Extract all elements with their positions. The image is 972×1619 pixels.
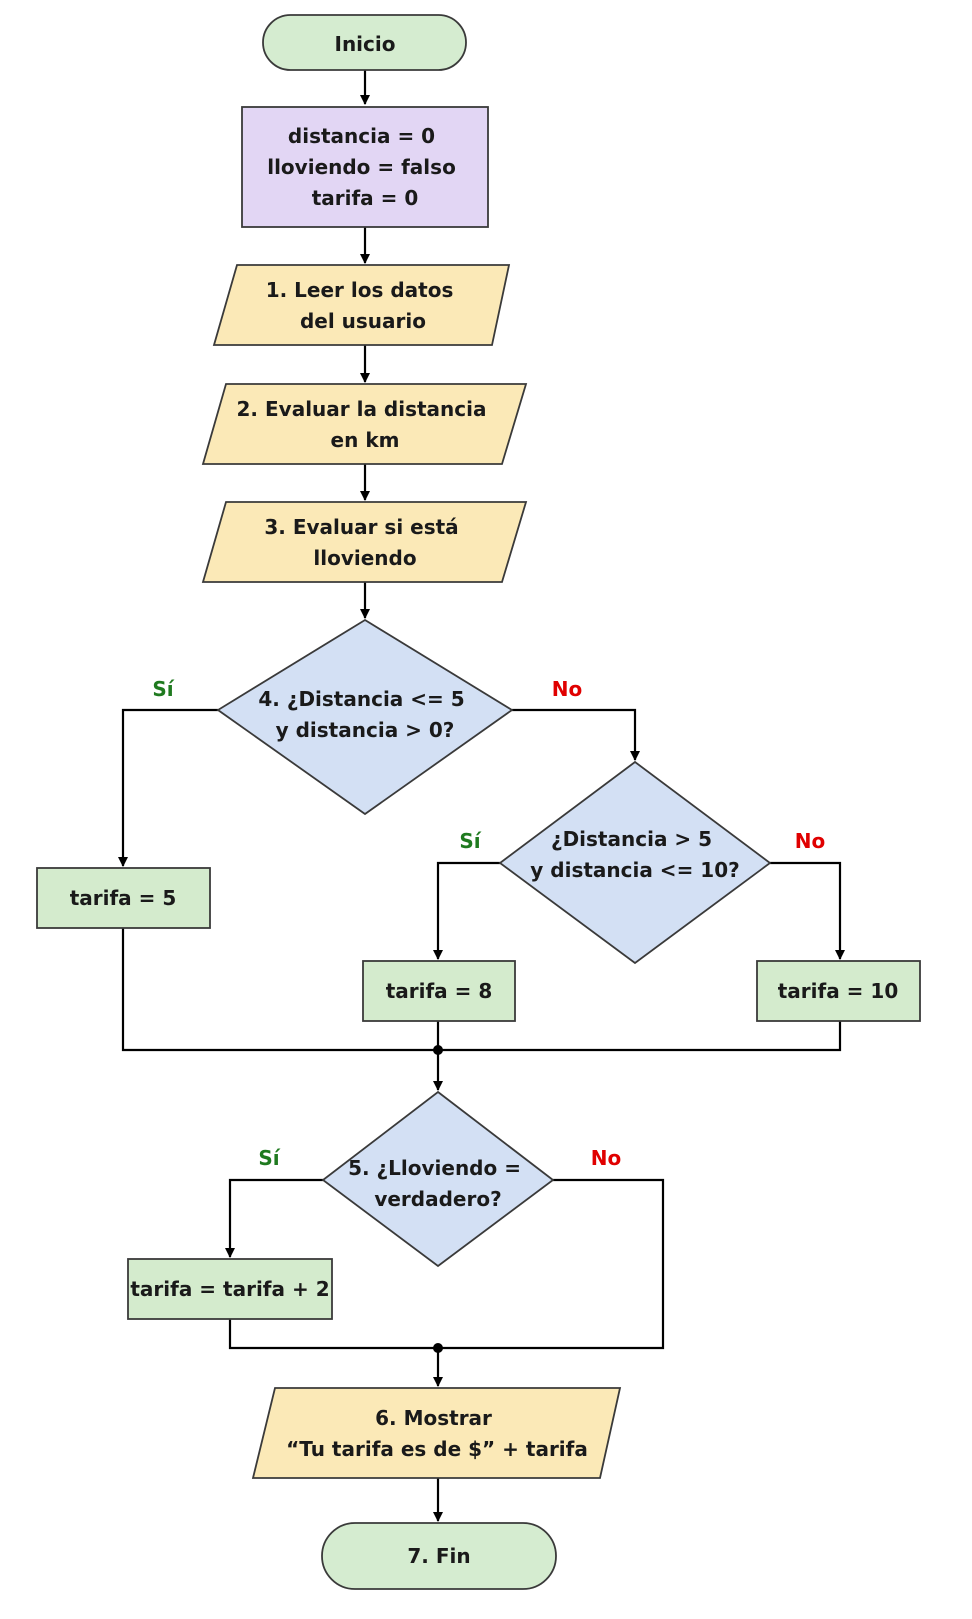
evalrain-label: 3. Evaluar si está lloviendo <box>264 515 465 570</box>
tarifa5-line-1: tarifa = 5 <box>70 886 177 910</box>
dec2-line-2: y distancia <= 10? <box>530 858 739 882</box>
evalrain-line-2: lloviendo <box>313 546 416 570</box>
dec2-no-label: No <box>795 829 825 853</box>
tarifa10-process <box>756 960 921 1022</box>
dec1-label: 4. ¿Distancia <= 5 y distancia > 0? <box>258 687 471 742</box>
start-label: Inicio <box>335 32 396 56</box>
init-line-1: distancia = 0 <box>288 124 435 148</box>
read-line-2: del usuario <box>300 309 426 333</box>
merge-dot-1 <box>433 1045 443 1055</box>
dec1-line-1: 4. ¿Distancia <= 5 <box>258 687 464 711</box>
add2-label: tarifa = tarifa + 2 <box>130 1277 329 1301</box>
edge-dec3-yes <box>225 1178 323 1258</box>
connectors <box>118 70 845 1522</box>
dec1-no-label: No <box>552 677 582 701</box>
init-line-2: lloviendo = falso <box>267 155 456 179</box>
dec3-label: 5. ¿Lloviendo = verdadero? <box>348 1156 528 1211</box>
add2-line-1: tarifa = tarifa + 2 <box>130 1277 329 1301</box>
branch-labels: Sí No Sí No Sí No <box>152 677 825 1170</box>
tarifa5-process <box>36 867 211 929</box>
tarifa5-label: tarifa = 5 <box>70 886 177 910</box>
dec3-line-1: 5. ¿Lloviendo = <box>348 1156 521 1180</box>
end-terminal <box>321 1522 557 1590</box>
tarifa8-line-1: tarifa = 8 <box>386 979 493 1003</box>
evaldist-line-1: 2. Evaluar la distancia <box>237 397 487 421</box>
read-label: 1. Leer los datos del usuario <box>266 278 461 333</box>
dec3-yes-label: Sí <box>258 1146 280 1170</box>
evaldist-input <box>201 383 528 465</box>
tarifa10-line-1: tarifa = 10 <box>778 979 899 1003</box>
dec1-yes-label: Sí <box>152 677 174 701</box>
edge-dec1-yes <box>118 708 218 867</box>
dec2-line-1: ¿Distancia > 5 <box>551 827 712 851</box>
end-line-1: 7. Fin <box>407 1544 470 1568</box>
nodes <box>36 14 921 1590</box>
tarifa8-process <box>362 960 516 1022</box>
start-line-1: Inicio <box>335 32 396 56</box>
node-labels: Inicio distancia = 0 lloviendo = falso t… <box>70 32 899 1568</box>
add2-process <box>127 1258 333 1320</box>
edge-merge-1 <box>121 928 842 1052</box>
init-label: distancia = 0 lloviendo = falso tarifa =… <box>267 124 463 210</box>
dec3-line-2: verdadero? <box>374 1187 501 1211</box>
decision-rain <box>321 1090 555 1268</box>
tarifa8-label: tarifa = 8 <box>386 979 493 1003</box>
init-process <box>241 106 489 228</box>
dec3-no-label: No <box>591 1146 621 1170</box>
decision-distance-10 <box>498 760 772 965</box>
dec1-line-2: y distancia > 0? <box>276 718 455 742</box>
show-line-2: “Tu tarifa es de $” + tarifa <box>286 1437 588 1461</box>
edge-dec2-yes <box>433 861 500 960</box>
edge-add2-merge <box>228 1319 438 1350</box>
tarifa10-label: tarifa = 10 <box>778 979 899 1003</box>
read-input <box>212 264 511 346</box>
dec2-yes-label: Sí <box>459 829 481 853</box>
show-output <box>251 1387 622 1479</box>
edge-dec1-no <box>512 708 640 761</box>
init-line-3: tarifa = 0 <box>312 186 419 210</box>
evalrain-input <box>201 501 528 583</box>
end-label: 7. Fin <box>407 1544 470 1568</box>
decision-distance-5 <box>216 618 514 816</box>
show-label: 6. Mostrar “Tu tarifa es de $” + tarifa <box>286 1406 588 1461</box>
edge-dec2-no <box>770 861 845 960</box>
show-line-1: 6. Mostrar <box>375 1406 492 1430</box>
edge-dec3-no <box>438 1178 665 1350</box>
evaldist-label: 2. Evaluar la distancia en km <box>237 397 494 452</box>
evalrain-line-1: 3. Evaluar si está <box>264 515 458 539</box>
dec2-label: ¿Distancia > 5 y distancia <= 10? <box>530 827 739 882</box>
evaldist-line-2: en km <box>331 428 400 452</box>
start-terminal <box>262 14 467 71</box>
read-line-1: 1. Leer los datos <box>266 278 454 302</box>
merge-dot-2 <box>433 1343 443 1353</box>
